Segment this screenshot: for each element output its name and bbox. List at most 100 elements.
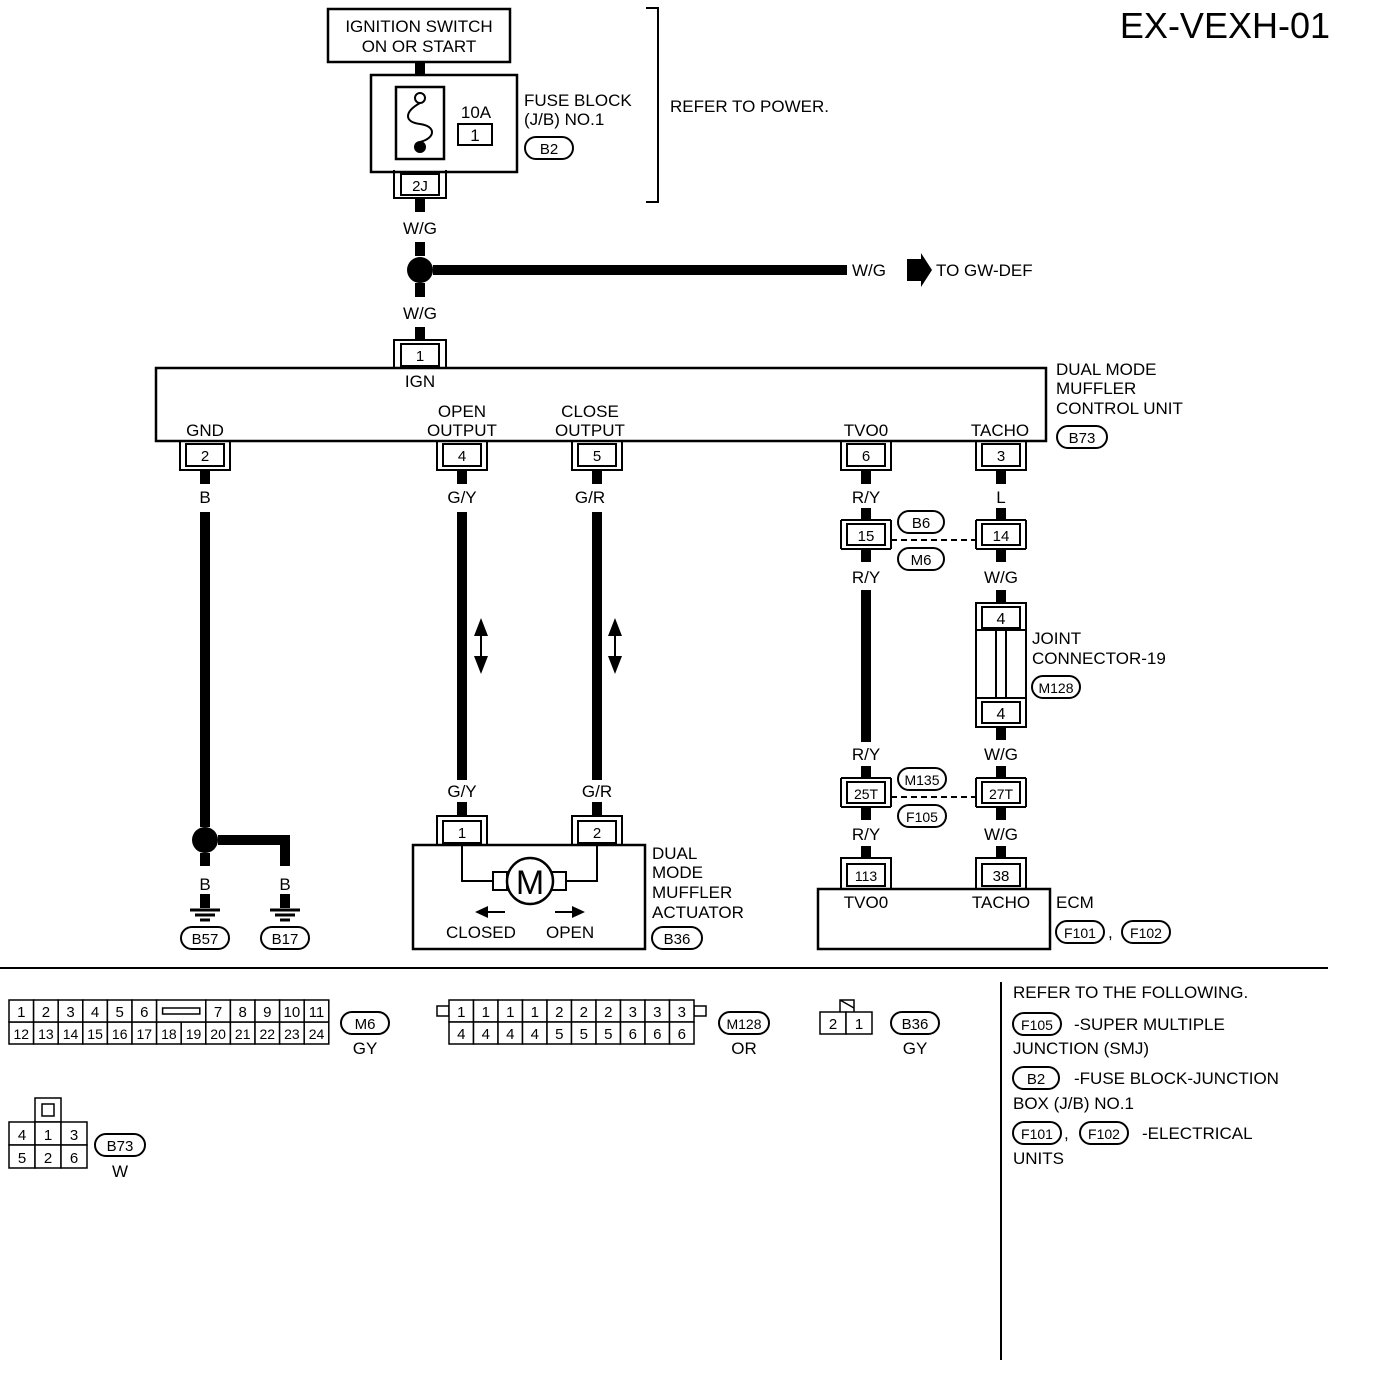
face-b73-cell-label: 6 <box>70 1150 78 1167</box>
ground-badge-b57: B57 <box>180 926 230 950</box>
svg-text:M6: M6 <box>911 552 932 569</box>
face-m128-cell-label: 5 <box>555 1026 563 1043</box>
joint-connector-badge: M128 <box>1031 675 1081 699</box>
face-m6-cell-label: 14 <box>63 1026 79 1042</box>
connector-badge-m6: M6 <box>897 547 945 571</box>
face-m6-cell-label: 8 <box>239 1004 247 1021</box>
wire-label-wg-2: W/G <box>403 304 437 323</box>
wire-label-gy-1: G/Y <box>447 488 476 507</box>
actuator-name-2: MODE <box>652 863 703 882</box>
wire-b-branch <box>218 835 290 866</box>
ref-f101-line-2: UNITS <box>1013 1149 1064 1168</box>
ref-b2-line-2: BOX (J/B) NO.1 <box>1013 1094 1134 1113</box>
face-m128-cell-label: 1 <box>506 1004 514 1021</box>
face-m6-cell-label: 1 <box>17 1004 25 1021</box>
svg-text:F101: F101 <box>1021 1126 1053 1142</box>
face-m6-cell-label: 20 <box>210 1026 226 1042</box>
fuse-element-icon <box>407 102 433 143</box>
joint-connector-name-2: CONNECTOR-19 <box>1032 649 1166 668</box>
ref-badge-f101: F101 <box>1012 1121 1062 1145</box>
face-m6-cell-label: 4 <box>91 1004 99 1021</box>
arrow-left-icon <box>475 906 505 918</box>
svg-text:F105: F105 <box>1021 1017 1053 1033</box>
close-output-label-1: CLOSE <box>561 402 619 421</box>
face-m128-cell-label: 5 <box>604 1026 612 1043</box>
face-color-m128: OR <box>731 1039 757 1058</box>
ground-symbol-icon <box>270 908 300 922</box>
face-m6-cell-label: 3 <box>66 1004 74 1021</box>
wire-label-gr-1: G/R <box>575 488 605 507</box>
face-m6-cell-label: 13 <box>38 1026 54 1042</box>
face-m128-cell-label: 2 <box>555 1004 563 1021</box>
arrow-right-icon <box>907 253 932 287</box>
face-m6-cell-label: 19 <box>186 1026 202 1042</box>
actuator-name-1: DUAL <box>652 844 697 863</box>
face-m128-cell-label: 4 <box>531 1026 539 1043</box>
face-m128-cell-label: 1 <box>531 1004 539 1021</box>
svg-text:38: 38 <box>993 868 1010 885</box>
svg-text:B73: B73 <box>107 1138 134 1155</box>
face-b73-cell-label: 3 <box>70 1127 78 1144</box>
svg-text:M6: M6 <box>355 1016 376 1033</box>
wire-label-ry-4: R/Y <box>852 825 880 844</box>
svg-text:6: 6 <box>862 448 870 465</box>
face-color-b73: W <box>112 1162 128 1181</box>
control-unit-pin-2: 2 <box>179 441 231 471</box>
wire-label-b-1: B <box>199 488 210 507</box>
face-m6-cell-label: 11 <box>309 1004 325 1021</box>
face-m128-cell-label: 6 <box>629 1026 637 1043</box>
face-m128-cell-label: 3 <box>678 1004 686 1021</box>
face-m128-cell-label: 3 <box>653 1004 661 1021</box>
references-heading: REFER TO THE FOLLOWING. <box>1013 983 1248 1002</box>
ref-badge-f105: F105 <box>1012 1012 1062 1036</box>
svg-text:2: 2 <box>201 448 209 465</box>
face-m128-tab <box>436 1005 450 1017</box>
ref-f105-line-2: JUNCTION (SMJ) <box>1013 1039 1149 1058</box>
face-m6-cell-label: 15 <box>87 1026 103 1042</box>
face-b36-cell-label: 1 <box>855 1016 863 1033</box>
face-m6-key <box>155 999 207 1023</box>
svg-text:F102: F102 <box>1088 1126 1120 1142</box>
svg-text:B6: B6 <box>912 515 930 532</box>
face-m6-cell-label: 6 <box>140 1004 148 1021</box>
motor-icon: M <box>505 856 555 906</box>
face-b36-cell <box>845 1011 873 1035</box>
wire-label-wg-5: W/G <box>984 825 1018 844</box>
ignition-switch: IGNITION SWITCH ON OR START <box>326 7 512 64</box>
face-m128-cell-label: 4 <box>457 1026 465 1043</box>
face-b36-cell-label: 2 <box>829 1016 837 1033</box>
splice-wire-color: W/G <box>852 261 886 280</box>
joint-connector-name-1: JOINT <box>1032 629 1081 648</box>
bidirectional-arrow-icon <box>474 618 488 674</box>
face-m6-cell-label: 12 <box>14 1026 30 1042</box>
svg-text:25T: 25T <box>854 786 879 802</box>
refer-to-power: REFER TO POWER. <box>670 97 829 116</box>
face-m128-cell-label: 5 <box>580 1026 588 1043</box>
fuse-block-connector-badge: B2 <box>524 136 574 160</box>
svg-text:1: 1 <box>416 348 424 365</box>
face-m128-cell-label: 6 <box>653 1026 661 1043</box>
svg-text:4: 4 <box>458 448 466 465</box>
svg-text:F101: F101 <box>1064 925 1096 941</box>
face-m6-cell-label: 9 <box>263 1004 271 1021</box>
face-b73-cell-label: 2 <box>44 1150 52 1167</box>
ecm-tvo-label: TVO0 <box>844 893 888 912</box>
face-badge-m128: M128 <box>718 1011 770 1035</box>
svg-text:3: 3 <box>997 448 1005 465</box>
face-b73-cell-label: 1 <box>44 1127 52 1144</box>
svg-text:M128: M128 <box>726 1016 761 1032</box>
face-m6-cell <box>303 999 330 1023</box>
svg-text:5: 5 <box>593 448 601 465</box>
face-m128-cell-label: 1 <box>457 1004 465 1021</box>
svg-text:B17: B17 <box>272 931 299 948</box>
actuator-name-3: MUFFLER <box>652 883 732 902</box>
wire-label-gr-2: G/R <box>582 782 612 801</box>
connector-m135-pin-27t: 27T <box>975 777 1027 808</box>
comma: , <box>1108 923 1113 942</box>
face-color-b36: GY <box>903 1039 928 1058</box>
face-color-m6: GY <box>353 1039 378 1058</box>
bidirectional-arrow-icon <box>608 618 622 674</box>
